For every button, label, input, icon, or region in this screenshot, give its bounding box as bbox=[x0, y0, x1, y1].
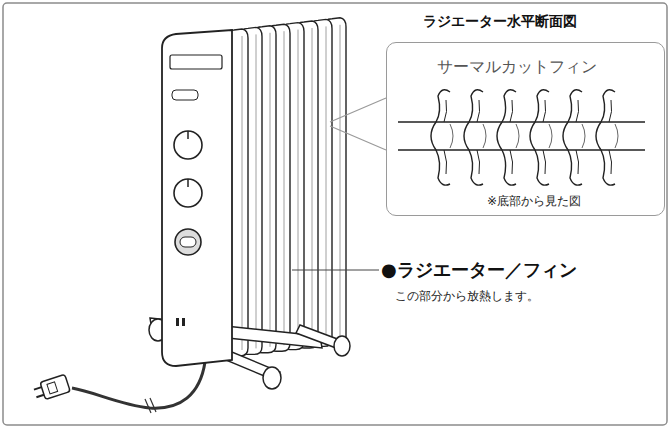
section-title: ラジエーター水平断面図 bbox=[423, 13, 577, 31]
control-panel bbox=[162, 30, 232, 366]
frame bbox=[3, 3, 667, 425]
label-leader bbox=[292, 270, 379, 271]
radiator-fins bbox=[226, 18, 346, 356]
part-name: サーマルカットフィン bbox=[437, 57, 597, 78]
note-text: この部分から放熱します。 bbox=[395, 288, 539, 305]
fin-cross-section bbox=[398, 90, 645, 185]
callout-box: ラジエーター水平断面図サーマルカットフィン※底部から見た図 bbox=[386, 42, 665, 216]
note-text: ※底部から見た図 bbox=[487, 193, 581, 210]
power-cord bbox=[72, 362, 205, 408]
plug bbox=[32, 374, 70, 402]
cord-tie bbox=[145, 398, 156, 413]
part-label: ●ラジエーター／フィン bbox=[381, 258, 577, 282]
callout-leader bbox=[330, 98, 386, 150]
